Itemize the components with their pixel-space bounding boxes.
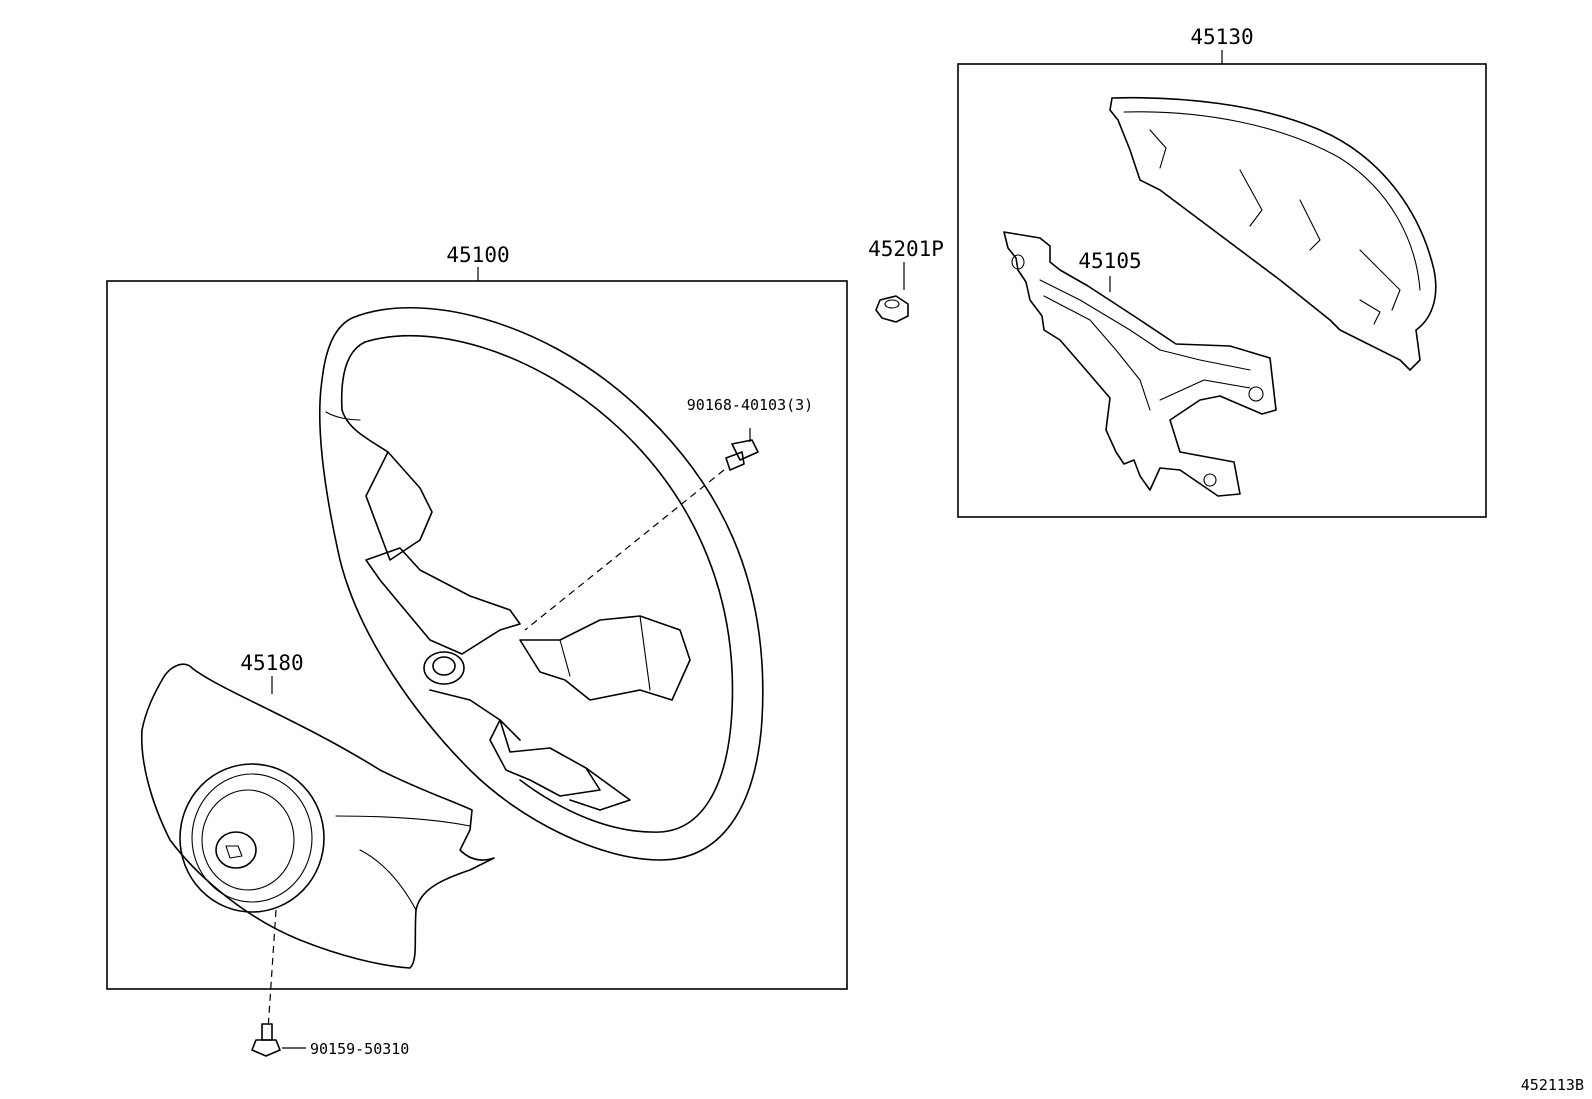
bolt-shank	[725, 451, 745, 471]
label-45180[interactable]: 45180	[240, 651, 303, 675]
hub-outer	[423, 651, 465, 685]
bolt-90159-install-path	[267, 909, 277, 1031]
assembly-box-45130	[957, 63, 1487, 518]
horn-pad-body	[140, 663, 495, 969]
label-45201P[interactable]: 45201P	[868, 237, 944, 261]
nut-45201p-illustration[interactable]	[875, 295, 909, 323]
cover-outline	[1109, 96, 1437, 371]
label-90168-40103[interactable]: 90168-40103(3)	[687, 396, 813, 414]
hub-inner	[432, 656, 456, 676]
nut-bore	[884, 299, 900, 309]
spoke-right-detail	[559, 615, 651, 691]
horn-pad-ring-mid	[191, 773, 313, 903]
cover-ribs	[1149, 129, 1401, 311]
rim-inner-left	[340, 341, 389, 453]
label-90159-50310[interactable]: 90159-50310	[310, 1040, 409, 1058]
rim-outer	[318, 307, 764, 861]
horn-pad-center-mark	[225, 845, 243, 859]
horn-pad-illustration[interactable]	[140, 663, 495, 969]
spoke-lower	[489, 719, 601, 797]
diagram-code: 452113B	[1521, 1076, 1584, 1094]
bracket-mount-bottom	[1203, 473, 1217, 487]
assembly-box-45100	[106, 280, 848, 990]
bolt-90168-install-path	[524, 469, 725, 631]
horn-pad-crease-lower	[359, 849, 417, 911]
cover-inner-edge	[1123, 111, 1421, 291]
horn-pad-ring-outer	[179, 763, 325, 913]
steering-wheel-illustration[interactable]	[318, 307, 764, 861]
bolt-90159-illustration[interactable]	[251, 1023, 281, 1057]
bracket-mount-left	[1011, 254, 1025, 270]
hub-lower-edge	[429, 689, 521, 741]
label-45100[interactable]: 45100	[446, 243, 509, 267]
bracket-45105-illustration[interactable]	[1003, 231, 1277, 497]
cover-45130-illustration[interactable]	[1109, 96, 1437, 371]
nut-body	[875, 295, 909, 323]
cover-clip	[1359, 299, 1381, 325]
label-45105[interactable]: 45105	[1078, 249, 1141, 273]
bracket-outline	[1003, 231, 1277, 497]
spoke-upper-arm	[365, 547, 521, 655]
spoke-upper-pad	[365, 451, 433, 561]
label-45130[interactable]: 45130	[1190, 25, 1253, 49]
spoke-right	[519, 615, 691, 701]
horn-pad-ring-inner	[201, 789, 295, 891]
rim-seam	[325, 411, 361, 421]
bolt2-head	[251, 1039, 281, 1057]
bolt-head	[731, 439, 759, 461]
horn-pad-crease-upper	[335, 815, 471, 827]
bolt-90168-illustration[interactable]	[725, 439, 759, 471]
rim-inner-right	[364, 334, 734, 833]
bracket-webs	[1039, 279, 1251, 411]
bolt2-shank	[261, 1023, 273, 1041]
horn-pad-center-boss	[215, 831, 257, 869]
spoke-lower-tip	[569, 767, 631, 811]
bracket-mount-right	[1248, 386, 1264, 402]
